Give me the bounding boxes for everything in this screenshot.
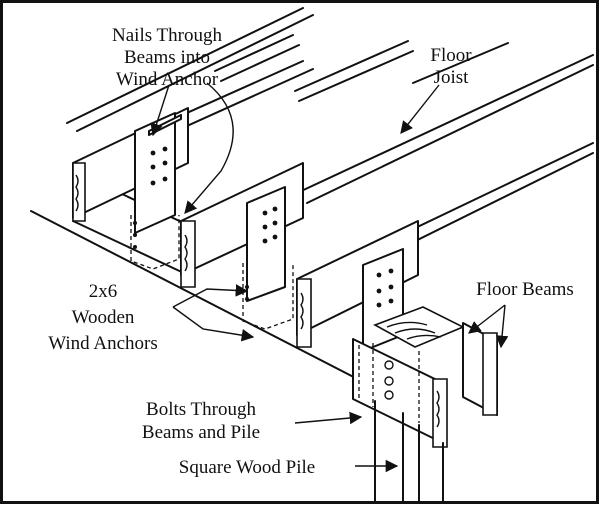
- wind-anchor-1: [130, 112, 182, 270]
- label-floor-joist-1: Floor: [430, 45, 472, 66]
- wind-anchor-2: [242, 186, 294, 330]
- label-anchors-2: Wooden: [72, 307, 135, 328]
- callout-lines: [150, 82, 509, 473]
- label-floor-joist-2: Joist: [434, 67, 470, 88]
- label-bolts-1: Bolts Through: [146, 399, 256, 420]
- beam-segment-2: [180, 162, 304, 288]
- label-nails-2: Beams into: [124, 47, 210, 68]
- pile-and-front-beam: [352, 306, 498, 504]
- label-nails-1: Nails Through: [112, 25, 222, 46]
- label-floor-beams: Floor Beams: [476, 279, 574, 300]
- label-anchors-1: 2x6: [89, 281, 118, 302]
- label-bolts-2: Beams and Pile: [142, 422, 260, 443]
- beam-segment-3: [296, 220, 419, 348]
- labels: Nails Through Beams into Wind Anchor Flo…: [48, 25, 574, 478]
- label-anchors-3: Wind Anchors: [48, 333, 158, 354]
- label-nails-3: Wind Anchor: [116, 69, 219, 90]
- label-pile: Square Wood Pile: [179, 457, 315, 478]
- diagram-drawing: Nails Through Beams into Wind Anchor Flo…: [30, 7, 594, 504]
